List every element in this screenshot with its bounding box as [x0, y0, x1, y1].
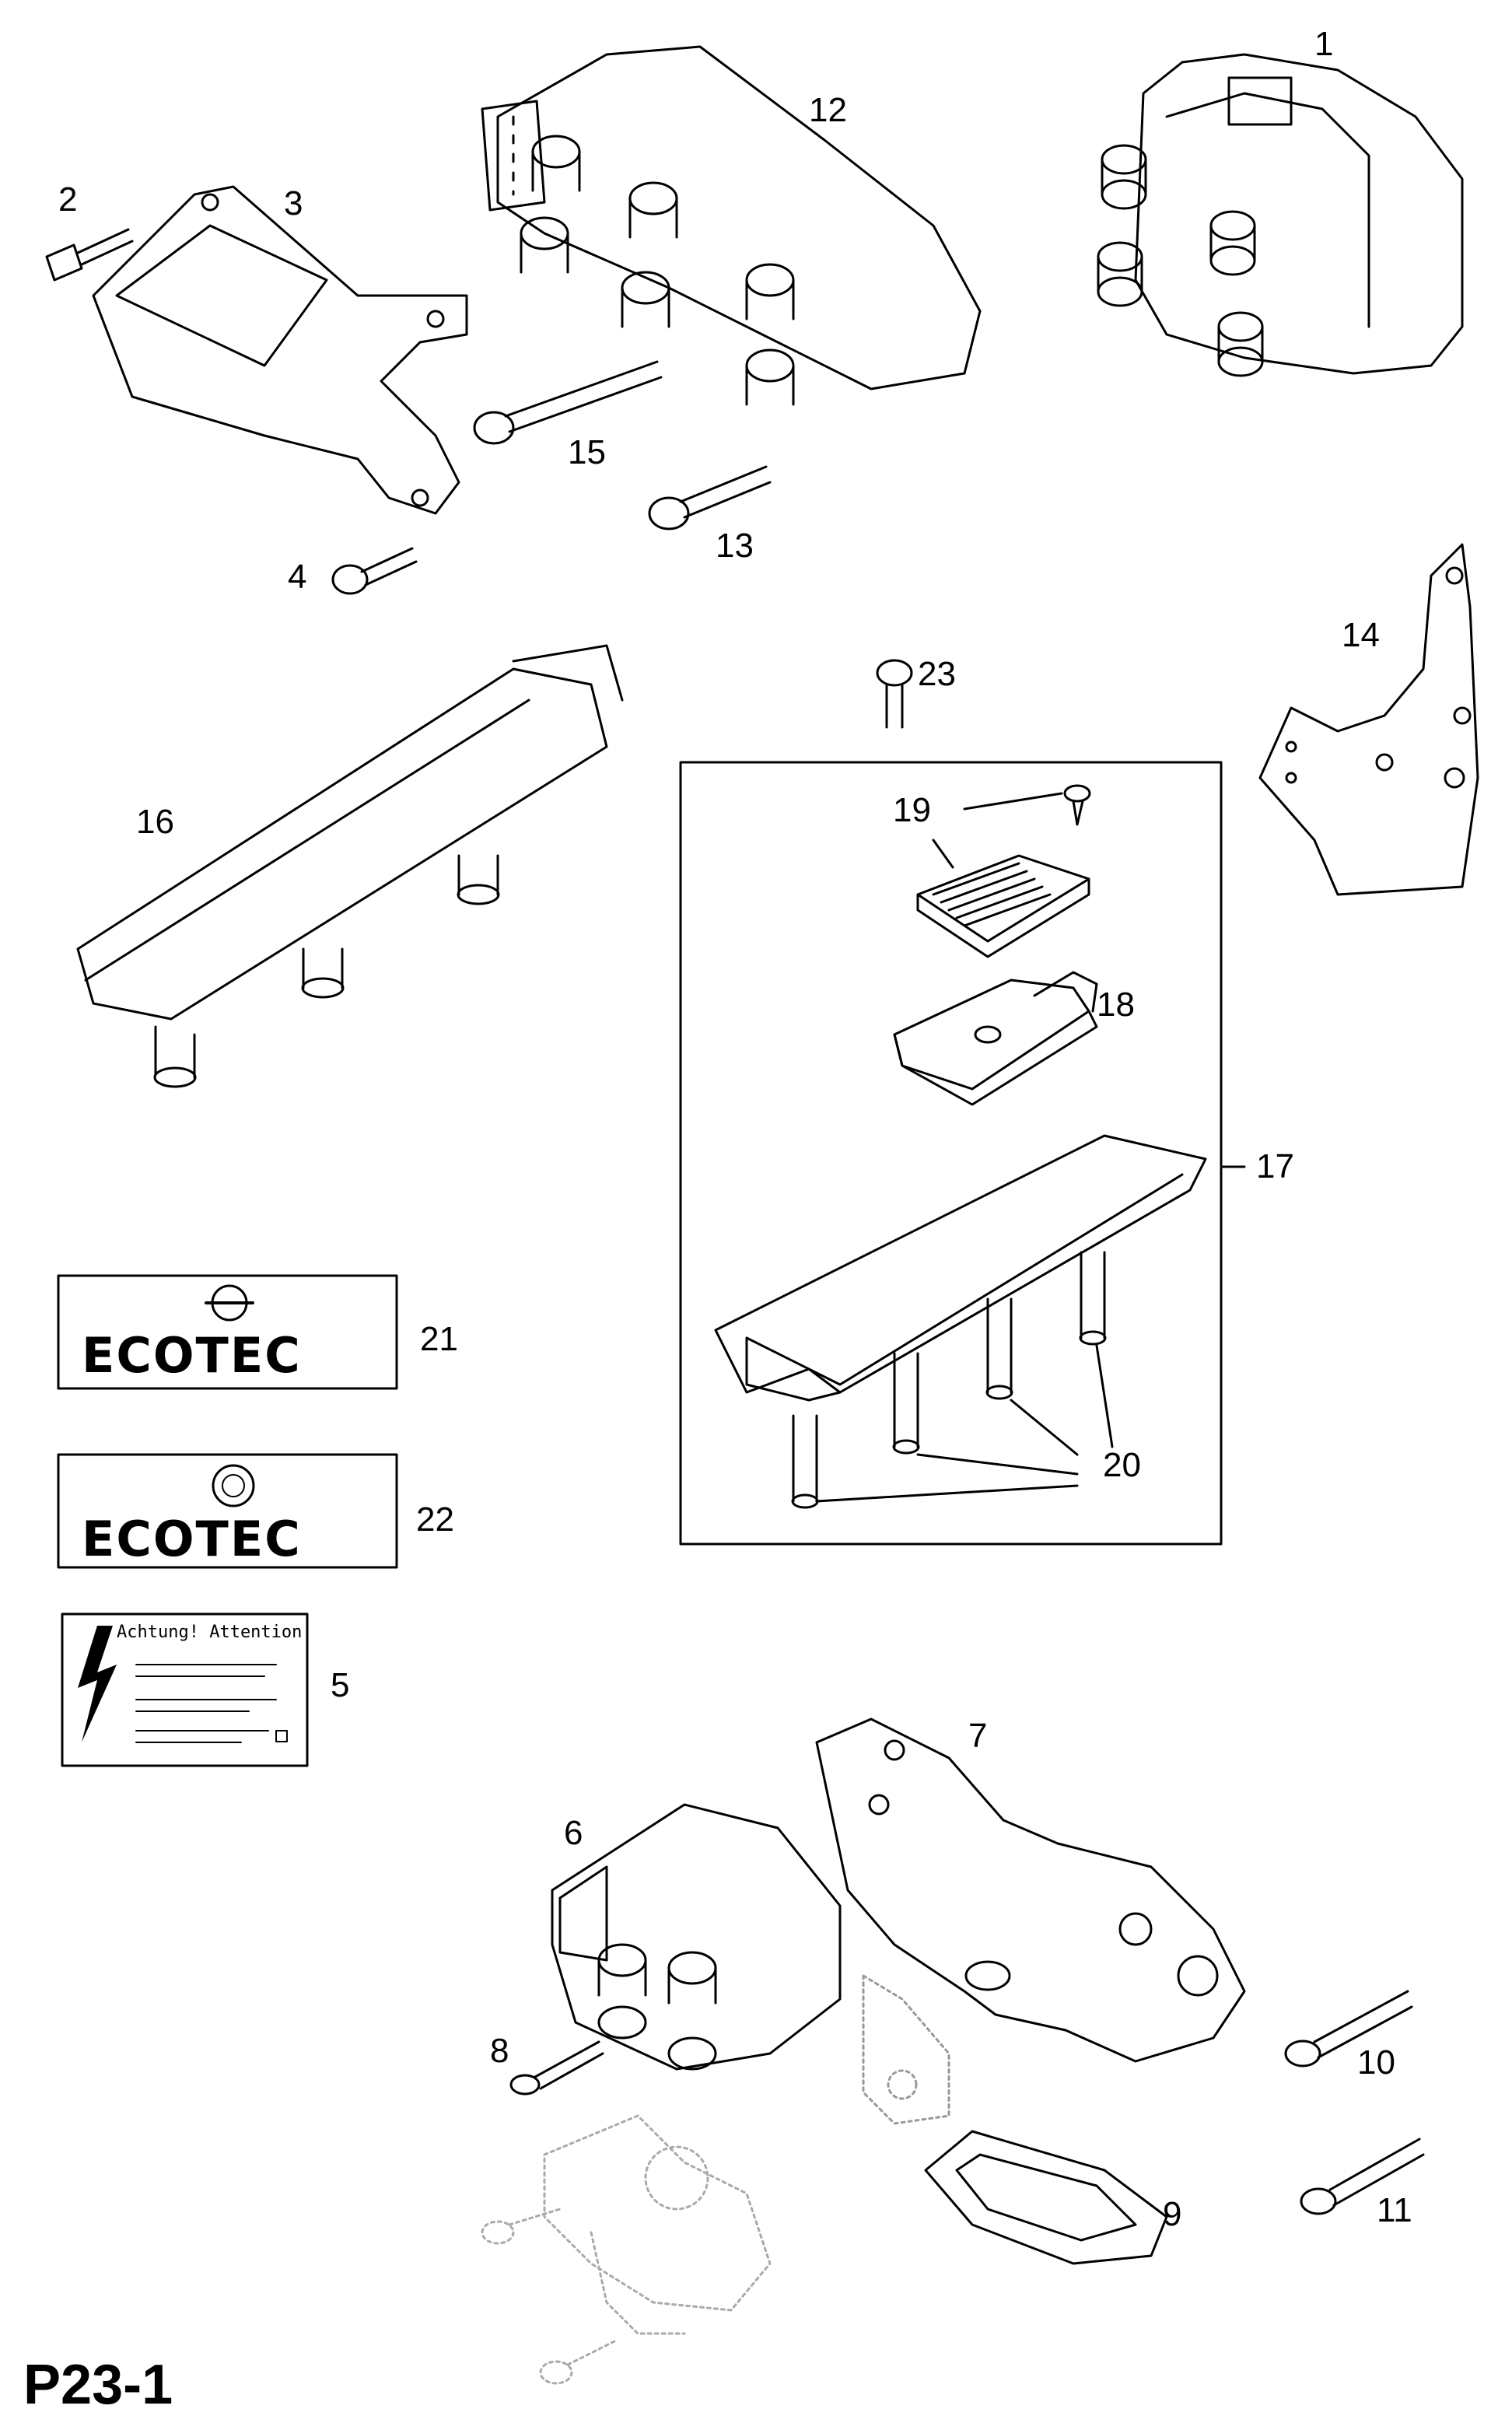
callout-6: 6	[564, 1814, 583, 1852]
callout-5: 5	[331, 1666, 350, 1704]
callout-7: 7	[968, 1717, 988, 1755]
part-13-bolt	[648, 465, 772, 530]
callout-13: 13	[716, 527, 754, 565]
part-4-bolt	[331, 547, 418, 595]
callout-4: 4	[288, 558, 307, 596]
callout-18: 18	[1097, 986, 1135, 1024]
part-8-bolt	[509, 2040, 604, 2096]
opel-logo-icon	[205, 1284, 254, 1322]
part-9-gasket	[924, 2130, 1168, 2265]
part-14-bracket	[1258, 543, 1479, 896]
part-21-badge	[57, 1274, 398, 1390]
vauxhall-logo-icon	[212, 1464, 255, 1507]
part-16-coil-pack	[76, 644, 624, 1088]
callout-20: 20	[1103, 1446, 1141, 1484]
part-17-box	[679, 761, 1246, 1546]
callout-16: 16	[136, 803, 174, 841]
callout-3: 3	[284, 184, 303, 222]
part-7-housing	[815, 1717, 1246, 2063]
callout-10: 10	[1357, 2043, 1395, 2082]
badge-21-text: ECOTEC	[82, 1327, 302, 1384]
warning-label-title: Achtung! Attention!	[117, 1623, 313, 1642]
callout-23: 23	[918, 655, 956, 693]
callout-17: 17	[1256, 1147, 1294, 1185]
lightning-icon	[78, 1626, 117, 1742]
callout-11: 11	[1377, 2191, 1412, 2229]
page-code: P23-1	[23, 2354, 173, 2416]
callout-12: 12	[809, 91, 847, 129]
part-12-ignition-module	[481, 45, 982, 406]
part-15-bolt	[473, 360, 663, 445]
part-5-warning-label	[61, 1612, 309, 1767]
callout-21: 21	[420, 1320, 458, 1358]
callout-15: 15	[568, 433, 606, 471]
faint-valve	[481, 2114, 772, 2385]
part-2-bolt	[45, 228, 134, 282]
part-18-module	[893, 971, 1098, 1106]
badge-22-text: ECOTEC	[82, 1511, 302, 1567]
callout-8: 8	[490, 2032, 509, 2070]
callout-2: 2	[58, 180, 78, 219]
part-10-bolt	[1284, 1990, 1413, 2068]
part-19-plate	[916, 784, 1091, 958]
callout-1: 1	[1314, 25, 1334, 63]
part-1-ignition-coil	[1097, 53, 1464, 377]
part-3-bracket	[92, 185, 468, 515]
part-17-coil-assembly	[714, 1134, 1207, 1509]
part-23-bolt	[876, 659, 913, 729]
callout-22: 22	[416, 1500, 454, 1539]
callout-19: 19	[893, 791, 931, 829]
callout-14: 14	[1342, 616, 1380, 654]
part-22-badge	[57, 1453, 398, 1569]
faint-gasket	[862, 1974, 950, 2125]
part-11-bolt	[1300, 2138, 1425, 2215]
callout-9: 9	[1163, 2195, 1182, 2233]
part-6-housing	[551, 1803, 842, 2071]
